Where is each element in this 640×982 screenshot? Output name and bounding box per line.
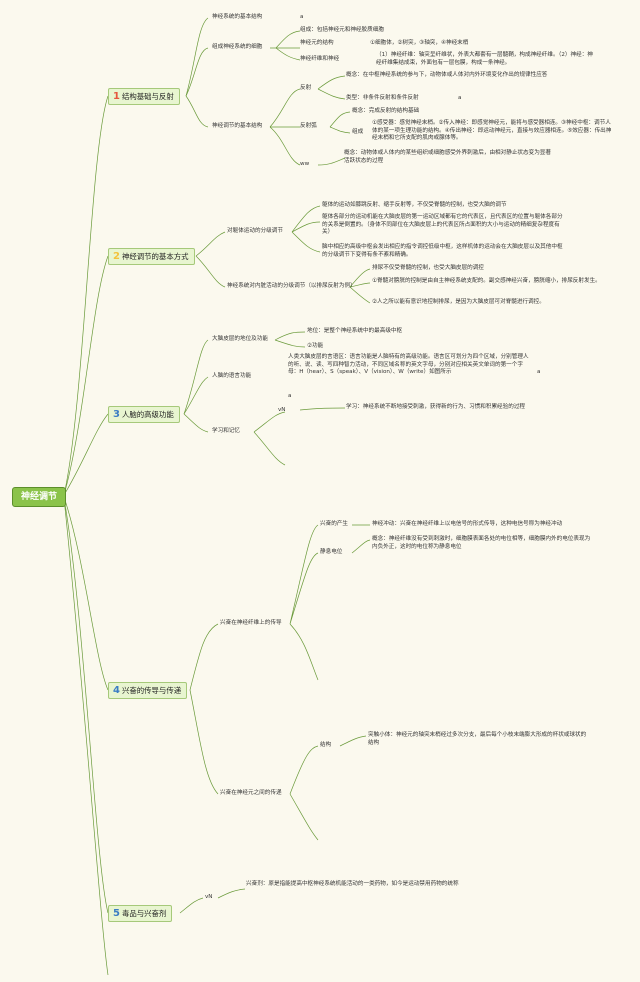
- node-arc-composition[interactable]: 组成: [352, 129, 364, 135]
- node-body-motion[interactable]: 对躯体运动的分级调节: [227, 228, 283, 234]
- node-cells-composition[interactable]: 组成：包括神经元和神经胶质细胞: [300, 27, 384, 33]
- node-synaptic-knob[interactable]: 突触小体：神经元的轴突末梢经过多次分支，最后每个小枝末端膨大形成的杯状或球状的结…: [368, 732, 587, 746]
- section-label: 毒品与兴奋剂: [121, 909, 167, 918]
- node-resting-potential[interactable]: 静息电位: [320, 549, 343, 555]
- node-body-motion-3[interactable]: 脑中相应的高级中枢会发出相应的指令调控低级中枢，这样机体的运动会在大脑皮层以及其…: [322, 244, 563, 258]
- section-number: 2: [113, 251, 120, 262]
- section-number: 5: [113, 908, 120, 919]
- node-basic-way[interactable]: 神经调节的基本结构: [212, 123, 263, 129]
- node-reflex-arc[interactable]: 反射弧: [300, 123, 317, 129]
- node-marker: a: [300, 14, 304, 20]
- node-ww[interactable]: ww: [300, 161, 310, 167]
- node-fiber-and-nerve[interactable]: 神经纤维和神经: [300, 56, 340, 62]
- section-number: 3: [113, 409, 120, 420]
- node-arc-concept[interactable]: 概念：完成反射的结构基础: [352, 108, 420, 114]
- node-language[interactable]: 人脑的语言功能: [212, 373, 252, 379]
- node-reflex-concept[interactable]: 概念：在中枢神经系统的参与下，动物体或人体对内外环境变化作出的规律性应答: [346, 72, 548, 78]
- section-number: 1: [113, 91, 120, 102]
- node-reflex-types[interactable]: 类型：非条件反射和条件反射: [346, 95, 419, 101]
- node-body-motion-1[interactable]: 躯体的运动如膝跳反射、缩手反射等，不仅受脊髓的控制，也受大脑的调节: [322, 202, 507, 208]
- node-fiber-definition[interactable]: （1）神经纤维：轴突呈纤维状，外表大都套有一层髓鞘，构成神经纤维。（2）神经：神…: [376, 52, 593, 66]
- node-marker: a: [288, 393, 292, 399]
- node-vn[interactable]: vN: [205, 894, 213, 900]
- node-stimulant-definition[interactable]: 兴奋剂：原是指能提高中枢神经系统机能活动的一类药物，如今是运动禁用药物的统称: [246, 881, 459, 887]
- node-visceral-3[interactable]: ②人之所以能有意识地控制排尿，是因为大脑皮层可对脊髓进行调控。: [372, 299, 545, 305]
- root-topic[interactable]: 神经调节: [12, 487, 66, 507]
- section-label: 人脑的高级功能: [121, 410, 174, 419]
- node-cortex-function[interactable]: ②功能: [307, 343, 324, 349]
- node-language-text[interactable]: 人类大脑皮层的言语区：语言功能是人脑特有的高级功能。语言区可划分为四个区域，分别…: [288, 354, 529, 376]
- node-conduction[interactable]: 兴奋在神经纤维上的传导: [220, 620, 282, 626]
- node-synapse-structure[interactable]: 结构: [320, 742, 332, 748]
- node-transmission[interactable]: 兴奋在神经元之间的传递: [220, 790, 282, 796]
- section-label: 神经调节的基本方式: [121, 252, 189, 261]
- node-nerve-impulse[interactable]: 神经冲动：兴奋在神经纤维上以电信号的形式传导，这种电信号称为神经冲动: [372, 521, 563, 527]
- node-body-motion-2[interactable]: 躯体各部分的运动机能在大脑皮层的第一运动区域都有它的代表区，且代表区的位置与躯体…: [322, 214, 563, 236]
- node-learning-memory[interactable]: 学习和记忆: [212, 428, 240, 434]
- node-marker: a: [458, 95, 462, 101]
- section-label: 结构基础与反射: [121, 92, 174, 101]
- node-marker: a: [537, 369, 541, 375]
- node-cortex-status[interactable]: 大脑皮层的地位及功能: [212, 336, 268, 342]
- node-learning-definition[interactable]: 学习：神经系统不断地接受刺激，获得新的行为、习惯和积累经验的过程: [346, 404, 526, 410]
- node-neuron-structure[interactable]: 神经元的结构: [300, 40, 334, 46]
- node-reflex[interactable]: 反射: [300, 85, 312, 91]
- node-vn[interactable]: vN: [278, 407, 286, 413]
- node-resting-potential-def[interactable]: 概念：神经纤维没有受到刺激时，细胞膜表面各处的电位相等，细胞膜内外的电位表现为内…: [372, 536, 591, 550]
- node-nerve-cells[interactable]: 组成神经系统的细胞: [212, 44, 263, 50]
- node-neuron-parts[interactable]: ①细胞体，②树突，③轴突，④神经末梢: [370, 40, 469, 46]
- node-cortex-status-1[interactable]: 地位：是整个神经系统中的最高级中枢: [307, 328, 403, 334]
- node-visceral-1[interactable]: 排尿不仅受脊髓的控制，也受大脑皮层的调控: [372, 265, 484, 271]
- node-basic-structure[interactable]: 神经系统的基本结构: [212, 14, 263, 20]
- node-excitation-generation[interactable]: 兴奋的产生: [320, 521, 348, 527]
- node-visceral-2[interactable]: ①脊髓对膀胱的控制是由自主神经系统支配的。副交感神经兴奋，膀胱缩小，排尿反射发生…: [372, 278, 601, 284]
- section-label: 兴奋的传导与传递: [121, 686, 182, 695]
- node-arc-parts[interactable]: ①感受器：感觉神经末梢。②传入神经：即感觉神经元，能将与感受器相连。③神经中枢：…: [372, 120, 612, 142]
- node-excitation-concept[interactable]: 概念：动物体或人体内的某些组织或细胞感受外界刺激后，由相对静止状态变为显著活跃状…: [344, 150, 551, 164]
- node-visceral[interactable]: 神经系统对内脏活动的分级调节（以排尿反射为例）: [227, 283, 356, 289]
- section-number: 4: [113, 685, 120, 696]
